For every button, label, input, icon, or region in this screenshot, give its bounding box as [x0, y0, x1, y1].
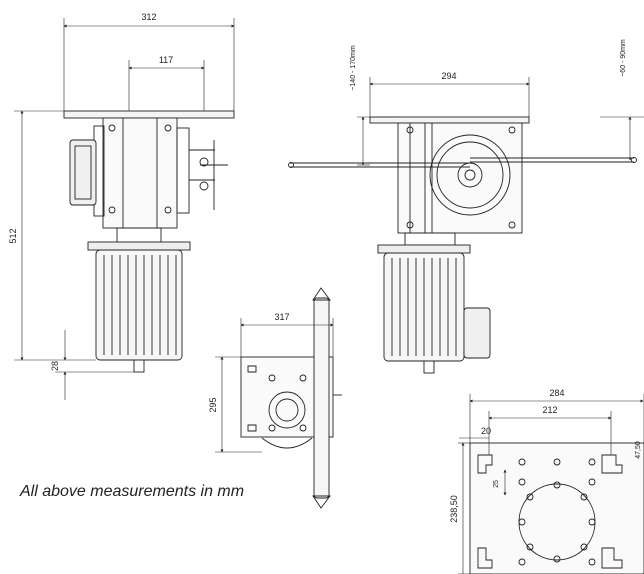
dim-base-height: 238,50	[449, 495, 459, 523]
base-dimensions	[458, 394, 644, 574]
dim-front-shaft: 28	[50, 361, 60, 371]
measurement-note: All above measurements in mm	[20, 483, 245, 500]
dim-front-height: 512	[8, 228, 18, 243]
plate-dimensions	[215, 318, 334, 453]
dim-base-edge-offset: 20	[481, 426, 491, 436]
dim-front-offset: 117	[159, 55, 173, 65]
dim-base-width: 284	[549, 388, 564, 398]
front-dimensions	[14, 18, 235, 400]
dim-side-range-right: ~60 - 90mm	[620, 39, 627, 77]
dim-front-width: 312	[141, 12, 156, 22]
dim-plate-height: 295	[208, 397, 218, 412]
dim-base-hole-span: 212	[542, 405, 557, 415]
front-view	[63, 110, 235, 373]
dim-side-width: 294	[441, 71, 456, 81]
dim-plate-width: 317	[274, 312, 289, 322]
base-plate-view	[469, 442, 644, 574]
side-dimensions	[357, 77, 644, 166]
mounting-plate-view	[240, 287, 342, 509]
dim-base-offset-right: 47,50	[635, 441, 642, 459]
dim-base-small: 25	[493, 480, 500, 488]
dim-side-range-left: ~140 - 170mm	[350, 45, 357, 90]
side-view	[288, 116, 637, 374]
